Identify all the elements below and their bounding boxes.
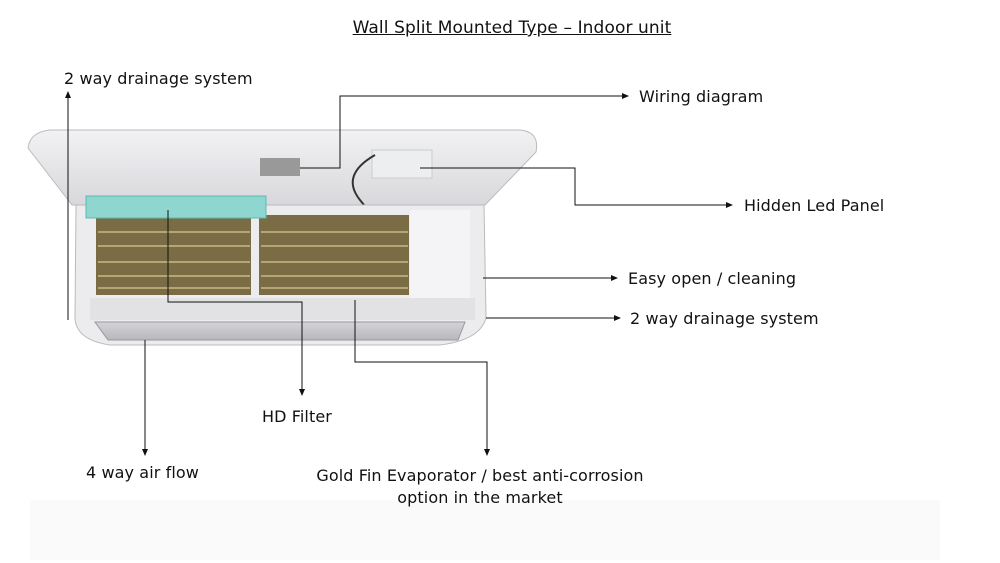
- leader-gold-fin: [354, 300, 490, 456]
- label-gold-fin-line2: option in the market: [397, 488, 563, 507]
- diagram-title: Wall Split Mounted Type – Indoor unit: [352, 18, 672, 38]
- led-panel: [371, 149, 433, 179]
- label-hd-filter: HD Filter: [262, 407, 332, 426]
- label-drainage-right: 2 way drainage system: [630, 309, 819, 328]
- label-hidden-led-panel: Hidden Led Panel: [744, 196, 885, 215]
- ac-indoor-unit-photo: [27, 129, 538, 346]
- label-gold-fin-line1: Gold Fin Evaporator / best anti-corrosio…: [316, 466, 644, 485]
- shadow-floor: [30, 500, 940, 560]
- leader-hd-filter: [167, 210, 305, 396]
- label-air-flow: 4 way air flow: [86, 463, 199, 482]
- hd-filter-mesh: [85, 195, 267, 219]
- label-wiring-diagram: Wiring diagram: [639, 87, 764, 106]
- leader-wiring: [300, 93, 629, 169]
- leader-led-panel: [420, 167, 733, 208]
- label-easy-open: Easy open / cleaning: [628, 269, 797, 288]
- wiring-label-plate: [260, 158, 300, 176]
- label-drainage-top: 2 way drainage system: [64, 69, 253, 88]
